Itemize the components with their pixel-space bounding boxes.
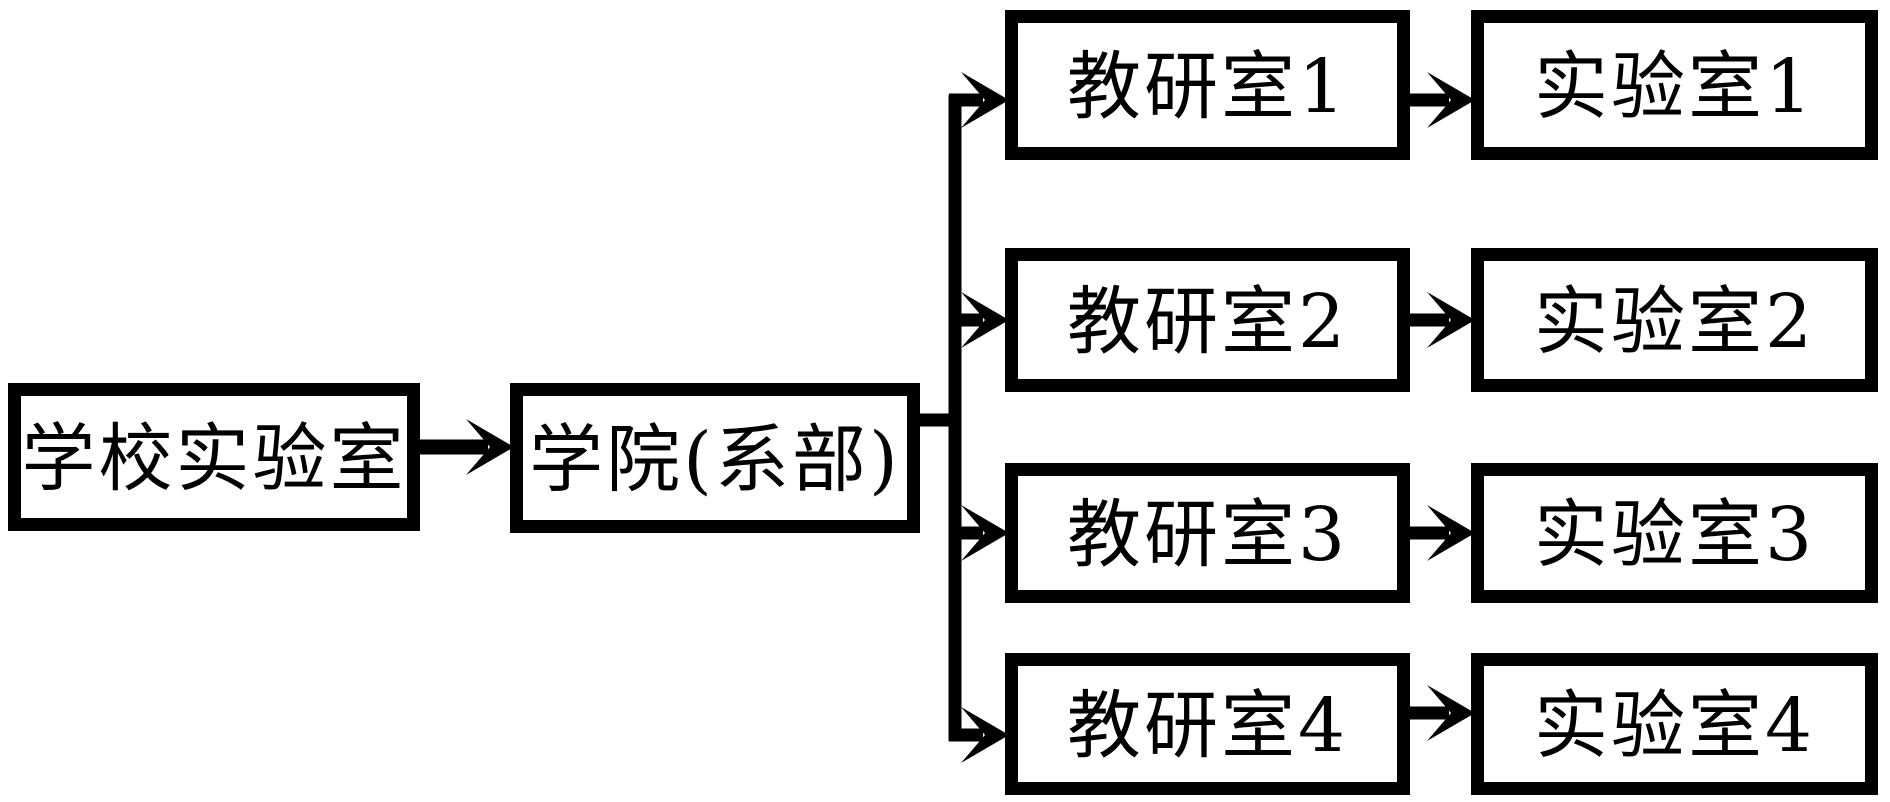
- arrowhead-icon: [1427, 292, 1475, 348]
- arrowhead-icon: [466, 419, 514, 475]
- node-office-4: 教研室4: [1005, 653, 1410, 795]
- node-lab-1: 实验室1: [1471, 10, 1878, 160]
- node-label: 学院(系部): [529, 417, 901, 503]
- node-lab-2: 实验室2: [1471, 248, 1878, 392]
- node-label: 实验室3: [1533, 492, 1816, 578]
- node-office-3: 教研室3: [1005, 463, 1410, 603]
- arrowhead-icon: [1427, 505, 1475, 561]
- node-school-lab: 学校实验室: [8, 383, 420, 531]
- node-label: 实验室1: [1533, 44, 1816, 130]
- node-label: 实验室2: [1533, 279, 1816, 365]
- node-office-2: 教研室2: [1005, 248, 1410, 392]
- node-college: 学院(系部): [510, 383, 920, 533]
- node-label: 教研室4: [1066, 683, 1349, 769]
- arrowhead-icon: [1427, 685, 1475, 741]
- node-lab-4: 实验室4: [1471, 653, 1878, 795]
- node-office-1: 教研室1: [1005, 10, 1410, 160]
- node-label: 教研室2: [1066, 279, 1349, 365]
- node-label: 学校实验室: [21, 416, 407, 502]
- arrowhead-icon: [961, 707, 1009, 763]
- node-label: 实验室4: [1533, 683, 1816, 769]
- node-label: 教研室3: [1066, 492, 1349, 578]
- arrowhead-icon: [1427, 72, 1475, 128]
- arrowhead-icon: [961, 292, 1009, 348]
- node-lab-3: 实验室3: [1471, 463, 1878, 603]
- arrowhead-icon: [961, 505, 1009, 561]
- arrowhead-icon: [961, 72, 1009, 128]
- node-label: 教研室1: [1066, 44, 1349, 130]
